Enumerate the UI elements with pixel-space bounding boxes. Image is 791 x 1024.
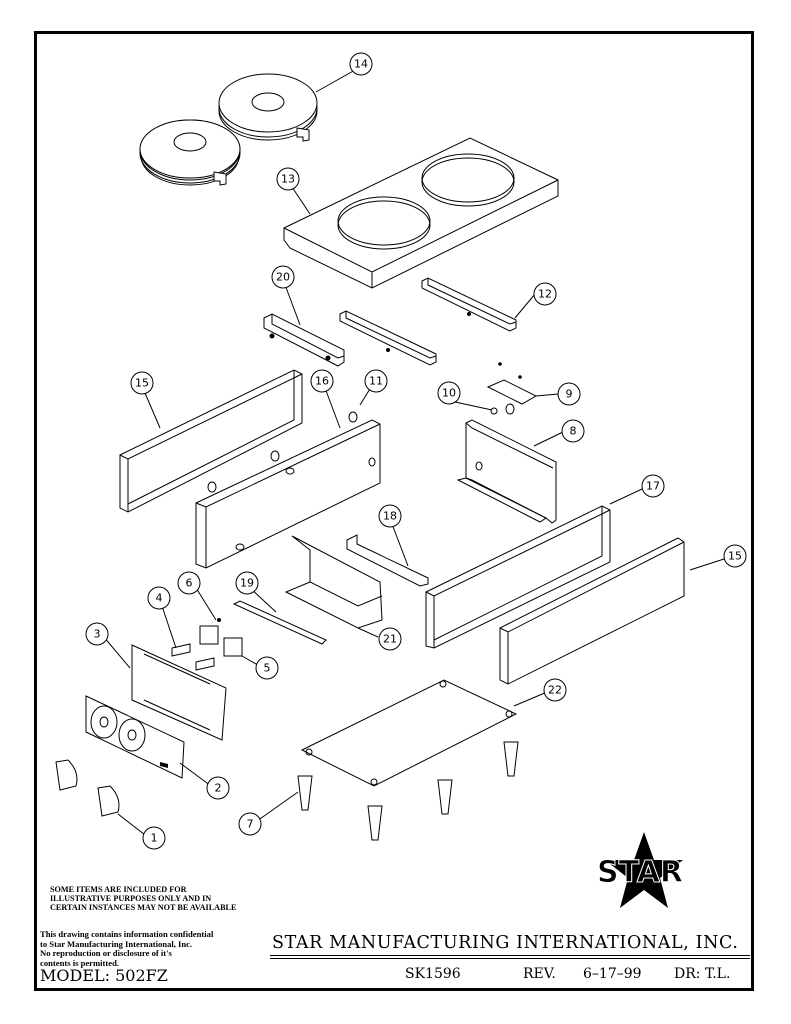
confidentiality-note: This drawing contains information confid…	[40, 929, 265, 968]
callout-12: 12	[534, 283, 556, 305]
svg-text:20: 20	[276, 271, 290, 284]
front-control-panel	[86, 696, 184, 778]
hot-plate-element-right	[219, 74, 317, 141]
confidentiality-line: This drawing contains information confid…	[40, 929, 214, 939]
svg-text:9: 9	[566, 388, 573, 401]
control-mounting-plate	[132, 645, 226, 740]
star-logo-text: STAR	[597, 855, 683, 890]
svg-text:8: 8	[570, 425, 577, 438]
hot-plate-element-left	[140, 120, 240, 185]
callout-9: 9	[558, 383, 580, 405]
disclaimer-line: ILLUSTRATIVE PURPOSES ONLY AND IN	[50, 894, 212, 903]
title-divider	[270, 955, 750, 956]
drawing-number: SK1596	[405, 966, 461, 982]
confidentiality-line: contents is permitted.	[40, 957, 120, 968]
callout-13: 13	[277, 168, 299, 190]
disclaimer-line: SOME ITEMS ARE INCLUDED FOR	[50, 885, 187, 894]
star-logo: STAR	[596, 832, 684, 908]
svg-text:12: 12	[538, 288, 552, 301]
svg-text:1: 1	[151, 832, 158, 845]
model-number: MODEL: 502FZ	[40, 966, 168, 985]
svg-text:10: 10	[442, 387, 456, 400]
callout-15-right: 15	[724, 545, 746, 567]
callout-17: 17	[642, 475, 664, 497]
support-channel-right	[422, 278, 516, 331]
confidentiality-line: No reproduction or disclosure of it's	[40, 948, 172, 958]
svg-text:15: 15	[135, 377, 149, 390]
control-bracket	[458, 420, 556, 523]
side-panel-right	[500, 538, 684, 684]
title-divider	[270, 958, 750, 959]
drawn-by: DR: T.L.	[674, 966, 731, 982]
revision-label: REV.	[523, 966, 556, 982]
company-name: STAR MANUFACTURING INTERNATIONAL, INC.	[272, 933, 739, 953]
callout-20: 20	[272, 266, 294, 288]
callout-10: 10	[438, 382, 460, 404]
disclaimer-line: CERTAIN INSTANCES MAY NOT BE AVAILABLE	[50, 903, 237, 912]
svg-text:7: 7	[247, 818, 254, 831]
callout-14: 14	[350, 53, 372, 75]
svg-text:5: 5	[264, 662, 271, 675]
svg-text:17: 17	[646, 480, 660, 493]
callout-8: 8	[562, 420, 584, 442]
svg-text:4: 4	[156, 592, 163, 605]
legs	[298, 742, 518, 840]
svg-text:21: 21	[383, 633, 397, 646]
callout-3: 3	[86, 623, 108, 645]
callout-4: 4	[148, 587, 170, 609]
svg-text:16: 16	[315, 375, 329, 388]
disclaimer-note: SOME ITEMS ARE INCLUDED FOR ILLUSTRATIVE…	[50, 885, 270, 912]
star-logo-star-icon	[605, 832, 683, 908]
confidentiality-line: to Star Manufacturing International, Inc…	[40, 938, 193, 949]
callout-2: 2	[207, 777, 229, 799]
svg-text:19: 19	[240, 577, 254, 590]
svg-text:22: 22	[548, 684, 562, 697]
callout-5: 5	[256, 657, 278, 679]
callout-15-left: 15	[131, 372, 153, 394]
heat-shield	[286, 536, 382, 628]
cover-plate	[488, 362, 536, 404]
svg-text:3: 3	[94, 628, 101, 641]
drawing-border	[34, 31, 754, 991]
callout-16: 16	[311, 370, 333, 392]
svg-text:11: 11	[369, 375, 383, 388]
callout-11: 11	[365, 370, 387, 392]
rear-panel	[196, 412, 380, 568]
element-bracket	[264, 314, 344, 366]
switches	[172, 618, 242, 670]
svg-text:14: 14	[354, 58, 368, 71]
svg-text:15: 15	[728, 550, 742, 563]
front-panel	[426, 506, 610, 648]
callout-21: 21	[379, 628, 401, 650]
svg-text:2: 2	[215, 782, 222, 795]
callout-7: 7	[239, 813, 261, 835]
terminal	[491, 404, 514, 414]
callout-6: 6	[178, 572, 200, 594]
svg-text:13: 13	[281, 173, 295, 186]
svg-text:18: 18	[383, 510, 397, 523]
bottom-plate	[302, 680, 516, 786]
side-panel-left	[120, 370, 302, 512]
callout-19: 19	[236, 572, 258, 594]
top-cover	[284, 138, 558, 288]
control-knobs	[56, 760, 119, 816]
callout-22: 22	[544, 679, 566, 701]
svg-text:6: 6	[186, 577, 193, 590]
support-channel-middle	[340, 311, 436, 365]
callout-18: 18	[379, 505, 401, 527]
bracket	[347, 535, 428, 586]
revision-date: 6–17–99	[583, 966, 642, 982]
terminal-strip	[234, 601, 326, 644]
callout-1: 1	[143, 827, 165, 849]
